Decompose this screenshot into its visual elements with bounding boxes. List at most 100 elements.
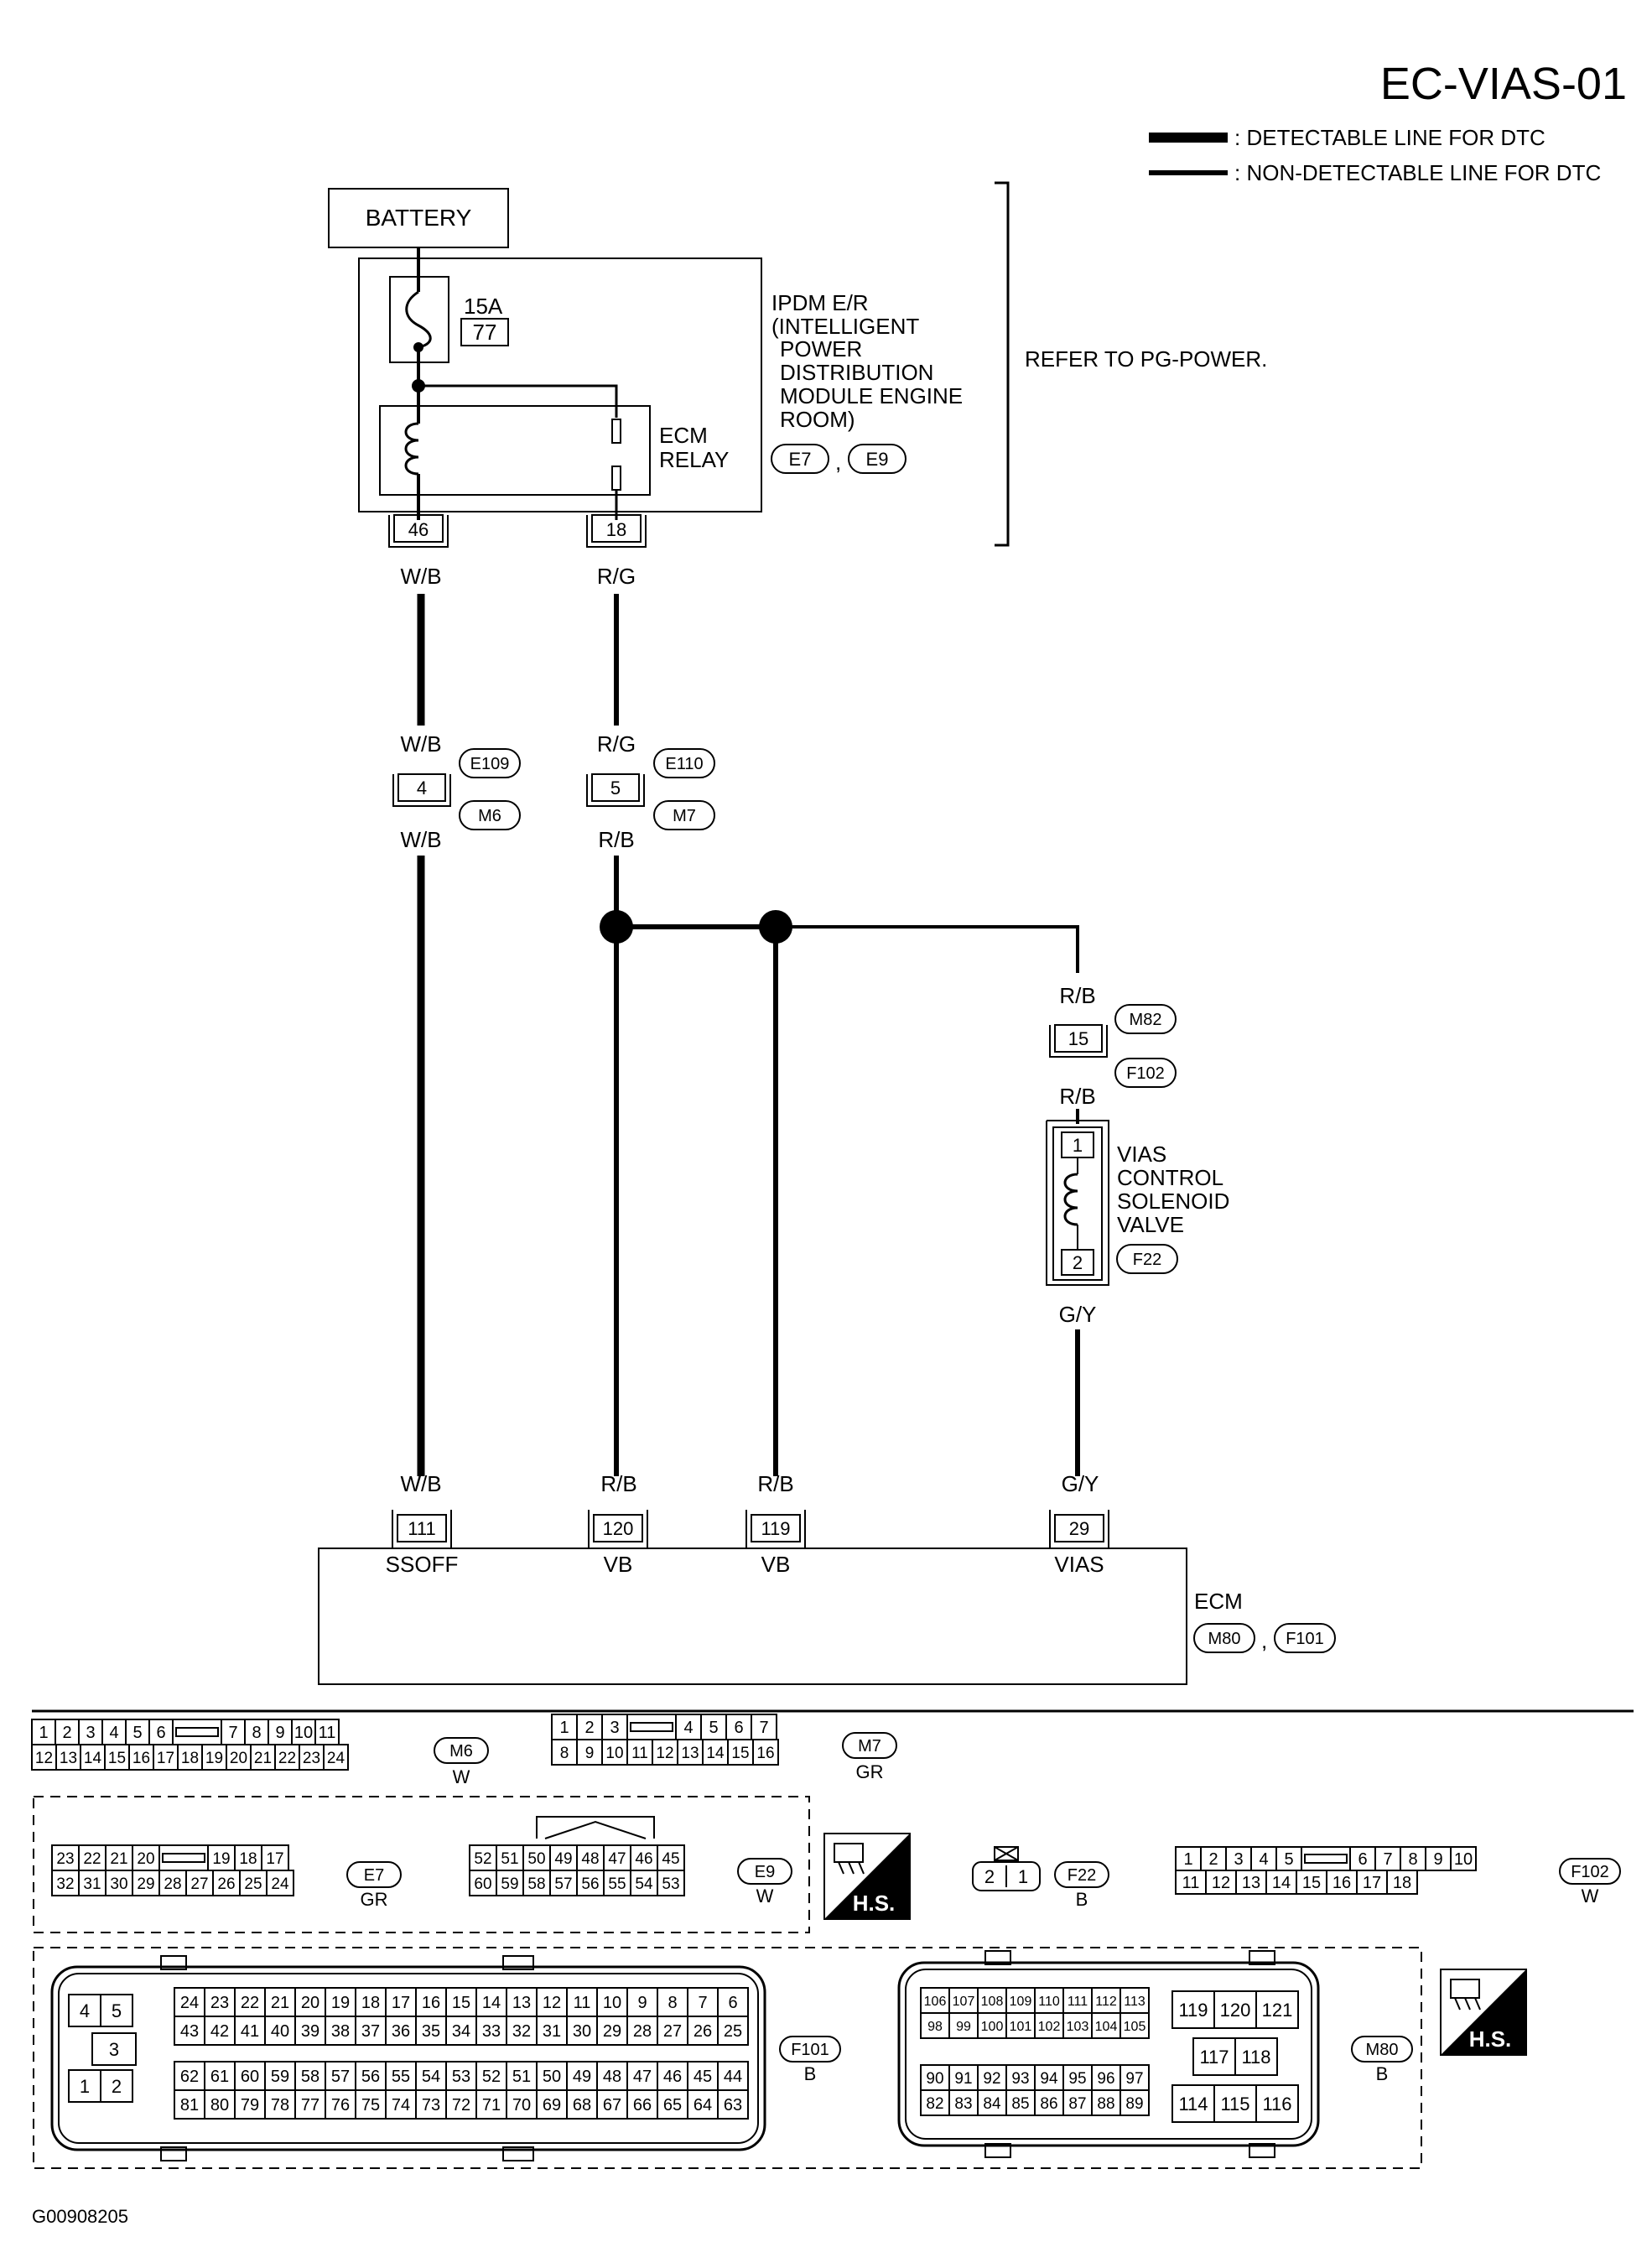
- e9-pin-label: 45: [662, 1850, 679, 1868]
- f101-pin-label: 49: [573, 2068, 591, 2086]
- f101-pin-label: 44: [724, 2068, 742, 2086]
- f22-pin-1: 1: [1018, 1866, 1028, 1887]
- f101-pin-label: 62: [180, 2068, 199, 2086]
- relay-contact-bottom: [611, 466, 621, 491]
- f102-pin-label: 3: [1234, 1850, 1243, 1869]
- f101-pin-label: 39: [301, 2022, 319, 2041]
- f102-pin-cell: [1301, 1846, 1351, 1871]
- wire-color-rb-3: R/B: [757, 1471, 793, 1496]
- conn-e110: E110: [665, 755, 703, 773]
- f101-pin-label: 14: [482, 1994, 501, 2012]
- f101-pin-label: 76: [331, 2096, 350, 2115]
- m6-pin-label: 9: [275, 1724, 284, 1742]
- f101-pin-label: 65: [663, 2096, 682, 2115]
- m80-pin-label: 115: [1220, 2094, 1249, 2115]
- m7-pin-label: 15: [731, 1745, 749, 1762]
- m80-pin-label: 96: [1097, 2070, 1114, 2088]
- m80-pin-label: 102: [1038, 2020, 1061, 2034]
- wire-color-rb-1: R/B: [598, 827, 634, 852]
- f101-pin-label: 25: [724, 2022, 742, 2041]
- f101-pin-label: 79: [241, 2096, 259, 2115]
- legend-non-detectable-swatch: [1149, 170, 1228, 175]
- m6-pin-label: 1: [39, 1724, 48, 1742]
- m7-pin-label: 1: [559, 1719, 569, 1737]
- f101-pin-label: 20: [301, 1994, 319, 2012]
- f101-pin-label: 40: [271, 2022, 289, 2041]
- solenoid-pin-1: 1: [1073, 1135, 1083, 1156]
- f102-pin-label: 5: [1284, 1850, 1293, 1869]
- f101-pin-label: 24: [180, 1994, 199, 2012]
- m80-pin-label: 103: [1067, 2020, 1089, 2034]
- e7-pin-label: 19: [212, 1850, 230, 1868]
- conn-e109: E109: [470, 755, 510, 773]
- f101-pin-label: 58: [301, 2068, 319, 2086]
- m6-pin-label: 12: [35, 1750, 53, 1767]
- f102-pin-label: 10: [1454, 1850, 1473, 1869]
- svg-text:111: 111: [408, 1518, 435, 1539]
- e7-pin-label: 20: [137, 1850, 154, 1868]
- svg-text:119: 119: [761, 1518, 790, 1539]
- m6-id-oval: [434, 1737, 489, 1764]
- e9-header: [536, 1816, 655, 1839]
- f101-pin-label: 59: [271, 2068, 289, 2086]
- m80-pin-cell: [1255, 2084, 1299, 2123]
- m7-pin-label: 10: [605, 1745, 623, 1762]
- f102-pin-label: 8: [1408, 1850, 1417, 1869]
- e7-pin-label: 22: [83, 1850, 101, 1868]
- m80-color: B: [1376, 2063, 1389, 2084]
- m7-pin-label: 16: [756, 1745, 774, 1762]
- f101-pin-label: 61: [210, 2068, 229, 2086]
- m7-pin-key: [630, 1722, 673, 1732]
- battery-label: BATTERY: [366, 205, 472, 231]
- solenoid-coil-icon: [1063, 1173, 1078, 1226]
- e7-pin-label: 29: [137, 1875, 154, 1893]
- f101-pin-label: 75: [361, 2096, 380, 2115]
- f101-m80-group: [33, 1947, 1422, 2169]
- solenoid-label-1: VIAS: [1117, 1142, 1166, 1167]
- ecm-pin-name-vb-1: VB: [604, 1552, 633, 1577]
- harness-side-icon-2: H.S.: [1440, 1969, 1527, 2056]
- e7-pin-label: 28: [164, 1875, 181, 1893]
- svg-text:18: 18: [606, 519, 626, 540]
- f101-pin-label: 60: [241, 2068, 259, 2086]
- e9-pin-label: 46: [635, 1850, 652, 1868]
- f101-left-pin-label: 4: [80, 2000, 90, 2021]
- f101-pin-cell: [717, 2089, 749, 2120]
- ipdm-conn-a-oval: [771, 444, 829, 474]
- f102-id: F102: [1571, 1863, 1609, 1881]
- f22-color: B: [1076, 1889, 1088, 1910]
- e9-pin-label: 47: [608, 1850, 626, 1868]
- m80-pin-label: 89: [1125, 2095, 1143, 2113]
- svg-text:15: 15: [1068, 1028, 1088, 1049]
- f101-pin-label: 51: [512, 2068, 531, 2086]
- e7-pin-key: [162, 1853, 205, 1863]
- m80-pin-label: 99: [956, 2020, 971, 2034]
- m7-pin-label: 13: [681, 1745, 699, 1762]
- m80-housing: [897, 1950, 1320, 2158]
- joint-connector-5: 5: [586, 773, 645, 807]
- f101-pin-label: 37: [361, 2022, 380, 2041]
- f101-left-pin-label: 2: [112, 2076, 122, 2097]
- f101-pin-label: 19: [331, 1994, 350, 2012]
- m6-pin-label: 16: [132, 1750, 150, 1767]
- m80-id: M80: [1366, 2041, 1399, 2059]
- m6-pin-label: 5: [132, 1724, 142, 1742]
- e9-color: W: [756, 1886, 774, 1906]
- m80-pin-label: 91: [954, 2070, 972, 2088]
- wire-color-rb-4: R/B: [1059, 983, 1095, 1008]
- f101-pin-label: 69: [543, 2096, 561, 2115]
- ipdm-conn-sep: ,: [835, 450, 841, 475]
- m6-pin-label: 11: [319, 1724, 336, 1742]
- ecm-pin-119: 119 VB: [745, 1510, 806, 1577]
- m6-pin-label: 22: [278, 1750, 296, 1767]
- ipdm-line-2: (INTELLIGENT: [771, 314, 919, 339]
- f102-color: W: [1582, 1886, 1599, 1906]
- f101-pin-label: 23: [210, 1994, 229, 2012]
- m80-pin-label: 95: [1068, 2070, 1086, 2088]
- f101-pin-label: 47: [633, 2068, 652, 2086]
- f101-pin-label: 13: [512, 1994, 531, 2012]
- f101-pin-label: 15: [452, 1994, 470, 2012]
- e9-pin-label: 50: [527, 1850, 545, 1868]
- m80-id-oval: [1351, 2036, 1413, 2063]
